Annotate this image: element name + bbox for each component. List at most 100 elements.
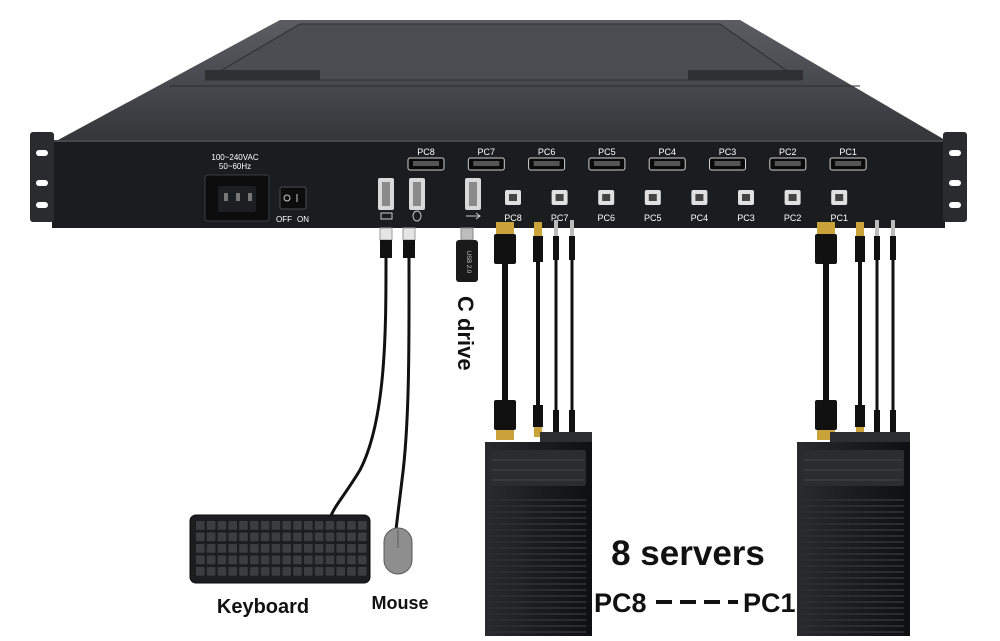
keyboard-key	[271, 567, 281, 576]
usb-b-port-pc5[interactable]: PC5	[644, 190, 662, 223]
keyboard-icon	[380, 212, 393, 220]
usb-b-port-pc2[interactable]: PC2	[784, 190, 802, 223]
usb-b-port-label: PC2	[784, 213, 802, 223]
keyboard-key	[196, 521, 205, 530]
hdmi-port-pc4[interactable]: PC4	[648, 147, 686, 171]
chassis-back-panel	[52, 140, 945, 228]
usb-b-port-label: PC4	[691, 213, 709, 223]
usb-b-port-pc8[interactable]: PC8	[504, 190, 522, 223]
keyboard-key	[293, 555, 302, 565]
keyboard-key	[260, 567, 270, 576]
keyboard-key	[250, 532, 259, 542]
power-frequency-label: 50~60Hz	[219, 162, 251, 171]
cable-bundle-pc8	[494, 220, 575, 442]
hdmi-port-pc3[interactable]: PC3	[709, 147, 746, 171]
usb-stick-label: USB 2.0	[465, 251, 471, 274]
usb-b-port-pc4[interactable]: PC4	[691, 190, 709, 223]
keyboard-key	[358, 532, 367, 542]
switch-on-label: ON	[297, 215, 309, 224]
keyboard-key	[314, 567, 324, 576]
mouse-usb-plug	[402, 227, 416, 241]
keyboard-device	[189, 514, 371, 584]
hdmi-port-pc1[interactable]: PC1	[829, 147, 867, 171]
hdmi-port-label: PC4	[658, 147, 676, 157]
usb-port-keyboard[interactable]	[378, 178, 394, 220]
power-inlet: 100~240VAC 50~60Hz	[204, 153, 270, 222]
keyboard-key	[206, 521, 216, 530]
server-tower-right	[797, 432, 910, 636]
server-tower-left	[485, 432, 592, 636]
keyboard-key	[217, 567, 227, 576]
keyboard-key	[239, 567, 248, 576]
hdmi-port-pc6[interactable]: PC6	[528, 147, 566, 171]
keyboard-key	[293, 521, 302, 530]
keyboard-key	[358, 544, 367, 553]
hdmi-port-label: PC2	[779, 147, 797, 157]
keyboard-key	[347, 532, 356, 542]
hdmi-port-label: PC5	[598, 147, 616, 157]
usb-b-port-pc6[interactable]: PC6	[597, 190, 615, 223]
keyboard-key	[228, 532, 237, 542]
keyboard-cable	[328, 257, 388, 519]
keyboard-key	[304, 532, 313, 542]
mouse-label: Mouse	[371, 593, 428, 613]
keyboard-key	[196, 567, 205, 576]
keyboard-key	[347, 521, 356, 530]
usb-b-port-label: PC3	[737, 213, 755, 223]
keyboard-key	[358, 567, 367, 576]
server-cable-bundles	[494, 220, 896, 442]
keyboard-key	[239, 544, 248, 553]
keyboard-key	[206, 532, 216, 542]
keyboard-key	[325, 567, 335, 576]
switch-off-label: OFF	[276, 215, 292, 224]
hdmi-port-label: PC6	[538, 147, 556, 157]
keyboard-key	[347, 567, 356, 576]
usb-b-port-pc1[interactable]: PC1	[830, 190, 848, 223]
keyboard-usb-plug	[379, 227, 393, 241]
hdmi-port-pc7[interactable]: PC7	[467, 147, 505, 171]
keyboard-key	[239, 555, 248, 565]
keyboard-key	[314, 521, 324, 530]
usb-b-port-label: PC1	[830, 213, 848, 223]
usb-b-port-pc7[interactable]: PC7	[551, 190, 569, 223]
servers-title: 8 servers	[611, 534, 765, 573]
usb-port-mouse[interactable]	[409, 178, 425, 222]
keyboard-key	[347, 544, 356, 553]
keyboard-key	[239, 532, 248, 542]
keyboard-keys	[196, 521, 367, 576]
keyboard-key	[206, 555, 216, 565]
keyboard-key	[282, 555, 291, 565]
kvm-chassis: 100~240VAC 50~60Hz OFF ON	[30, 20, 967, 228]
rack-ear-left	[30, 132, 54, 222]
keyboard-key	[271, 544, 281, 553]
keyboard-key	[358, 521, 367, 530]
usb-b-port-label: PC5	[644, 213, 662, 223]
top-slot-right	[688, 70, 803, 80]
keyboard-key	[336, 555, 345, 565]
usb-b-port-pc3[interactable]: PC3	[737, 190, 755, 223]
mouse-device	[383, 527, 413, 575]
keyboard-key	[314, 555, 324, 565]
hdmi-port-pc8[interactable]: PC8	[407, 147, 445, 171]
cable-bundle-pc1	[815, 220, 896, 442]
keyboard-key	[282, 532, 291, 542]
keyboard-label: Keyboard	[217, 596, 309, 618]
server-range-start: PC8	[594, 588, 647, 618]
usb-b-port-label: PC7	[551, 213, 569, 223]
hdmi-port-pc2[interactable]: PC2	[769, 147, 807, 171]
power-switch[interactable]: OFF ON	[276, 186, 309, 224]
keyboard-key	[196, 555, 205, 565]
keyboard-key	[314, 532, 324, 542]
keyboard-key	[325, 544, 335, 553]
usb-port-storage[interactable]	[465, 178, 481, 220]
keyboard-key	[228, 521, 237, 530]
usb-b-port-label: PC8	[504, 213, 522, 223]
keyboard-key	[325, 532, 335, 542]
hdmi-port-pc5[interactable]: PC5	[588, 147, 626, 171]
keyboard-key	[206, 567, 216, 576]
keyboard-key	[304, 567, 313, 576]
keyboard-key	[228, 567, 237, 576]
keyboard-key	[358, 555, 367, 565]
hdmi-port-label: PC3	[719, 147, 737, 157]
